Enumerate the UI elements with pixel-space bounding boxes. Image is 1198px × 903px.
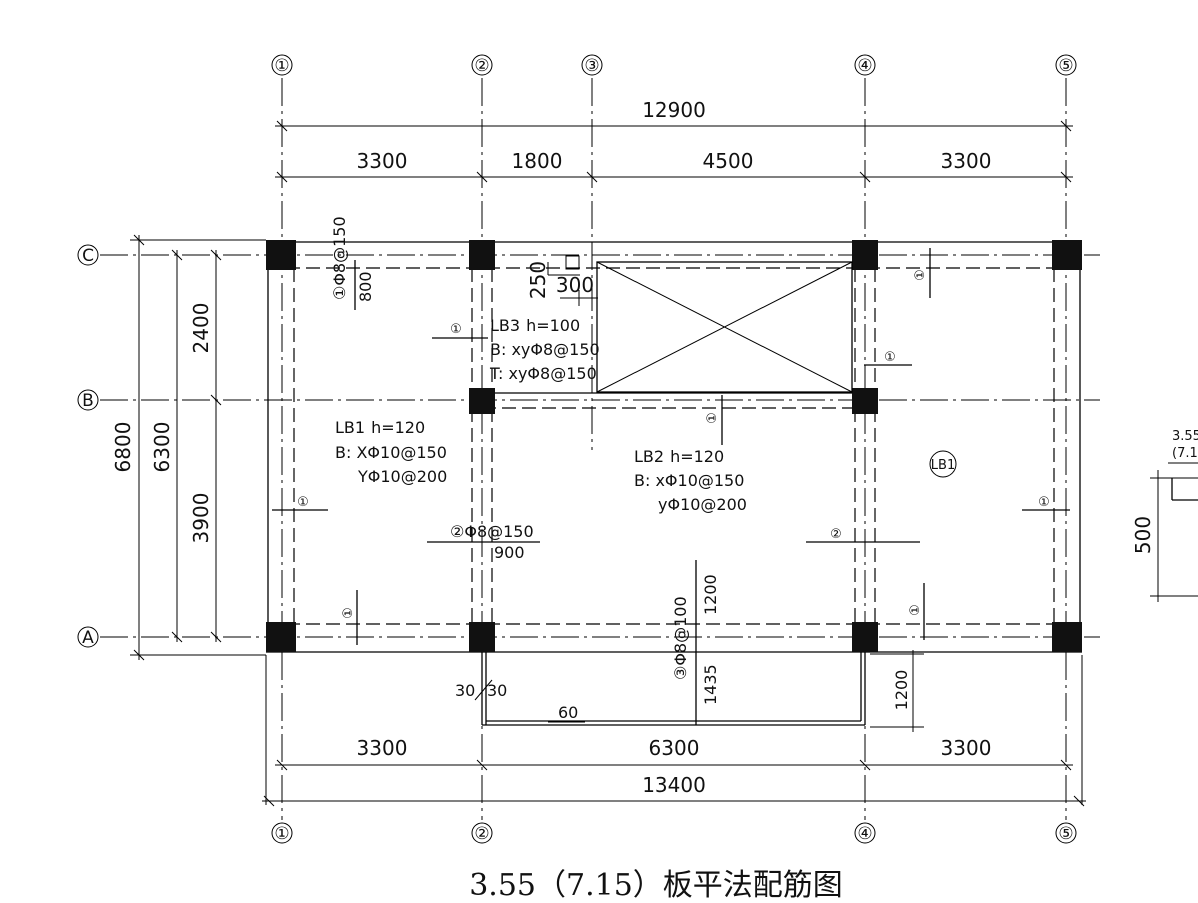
dim-top-seg1: 3300	[357, 149, 408, 173]
axis-3-top: ③	[584, 56, 599, 76]
lb2-bottom-y: yΦ10@200	[658, 495, 747, 514]
bar2-marker: ②	[830, 527, 842, 542]
dimensions-left: 6800 6300 2400 3900	[111, 234, 266, 661]
axis-4-top: ④	[857, 56, 872, 76]
dim-left-inner: 6300	[150, 422, 174, 473]
column	[469, 240, 495, 270]
cant-dim-30b: 30	[487, 681, 507, 700]
column	[1052, 240, 1082, 270]
bar1-marker: ①	[297, 495, 309, 510]
dim-top-seg3: 4500	[703, 149, 754, 173]
cant-dim-60: 60	[558, 703, 578, 722]
dim-bottom-seg2: 6300	[649, 736, 700, 760]
lb3-top: T: xyΦ8@150	[489, 364, 597, 383]
dim-left-lower: 3900	[189, 493, 213, 544]
dimensions-top: 12900 3300 1800 4500 3300	[275, 98, 1073, 183]
bar3-length2: 1435	[701, 664, 720, 705]
bar1-marker: ①	[1038, 495, 1050, 510]
axis-c: C	[82, 246, 94, 266]
columns	[266, 240, 1082, 652]
dim-top-seg2: 1800	[512, 149, 563, 173]
side-detail: 3.55 (7.1 500	[1131, 429, 1198, 602]
axis-2-top: ②	[474, 56, 489, 76]
detail-elev2: (7.1	[1172, 446, 1198, 461]
axis-bubbles: ① ② ③ ④ ⑤ ① ② ④ ⑤ C B A	[77, 54, 1077, 844]
bar1-marker: ①	[705, 412, 720, 424]
axis-a: A	[82, 628, 94, 648]
column	[1052, 622, 1082, 652]
opening-300: 300	[556, 273, 594, 297]
bar2-label: ②Φ8@150	[450, 522, 534, 541]
cant-dim-30a: 30	[455, 681, 475, 700]
lb1-bottom-y: YΦ10@200	[357, 467, 447, 486]
column	[852, 622, 878, 652]
column	[469, 388, 495, 414]
axis-2-bottom: ②	[474, 824, 489, 844]
beams	[266, 240, 1082, 653]
bar3-label: ③Φ8@100	[671, 596, 690, 680]
bar1-label: ①Φ8@150	[330, 216, 349, 300]
dim-bottom-seg3: 3300	[941, 736, 992, 760]
axis-1-bottom: ①	[274, 824, 289, 844]
bar1-marker: ①	[341, 607, 356, 619]
bar3-length: 1200	[701, 574, 720, 615]
detail-500: 500	[1131, 516, 1155, 554]
dim-left-total: 6800	[111, 422, 135, 473]
dimensions-bottom: 3300 6300 3300 13400	[262, 655, 1086, 807]
dim-top-total: 12900	[642, 98, 706, 122]
bar1-marker: ①	[884, 350, 896, 365]
axis-5-bottom: ⑤	[1058, 824, 1073, 844]
column	[852, 240, 878, 270]
lb1-bottom-x: B: XΦ10@150	[335, 443, 447, 462]
bar1-marker: ①	[913, 269, 928, 281]
column	[852, 388, 878, 414]
lb1-tag: LB1	[931, 458, 955, 473]
bar1-marker: ①	[450, 322, 462, 337]
axis-4-bottom: ④	[857, 824, 872, 844]
bar1-length: 800	[356, 271, 375, 302]
dim-bottom-seg1: 3300	[357, 736, 408, 760]
detail-elev: 3.55	[1172, 429, 1198, 444]
dim-top-seg4: 3300	[941, 149, 992, 173]
slab-opening: 250 300	[526, 255, 853, 393]
cantilever-detail: 30 30 60 1200	[455, 650, 924, 732]
grid-axes	[100, 78, 1100, 820]
drawing-title: 3.55（7.15）板平法配筋图	[469, 868, 843, 903]
cant-dim-1200: 1200	[892, 670, 911, 711]
bar1-marker: ①	[908, 604, 923, 616]
column	[469, 622, 495, 652]
axis-b: B	[82, 391, 94, 411]
column	[266, 240, 296, 270]
dim-left-upper: 2400	[189, 303, 213, 354]
axis-5-top: ⑤	[1058, 56, 1073, 76]
opening-250: 250	[526, 261, 550, 299]
bar2-length: 900	[494, 543, 525, 562]
dim-bottom-total: 13400	[642, 773, 706, 797]
lb2-bottom-x: B: xΦ10@150	[634, 471, 744, 490]
axis-1-top: ①	[274, 56, 289, 76]
lb3-bottom: B: xyΦ8@150	[490, 340, 600, 359]
column	[266, 622, 296, 652]
reinforcement-bars: ①Φ8@150 800 ① ① ① ① ① ① ① ① ②Φ8@150 900 …	[272, 216, 1070, 725]
